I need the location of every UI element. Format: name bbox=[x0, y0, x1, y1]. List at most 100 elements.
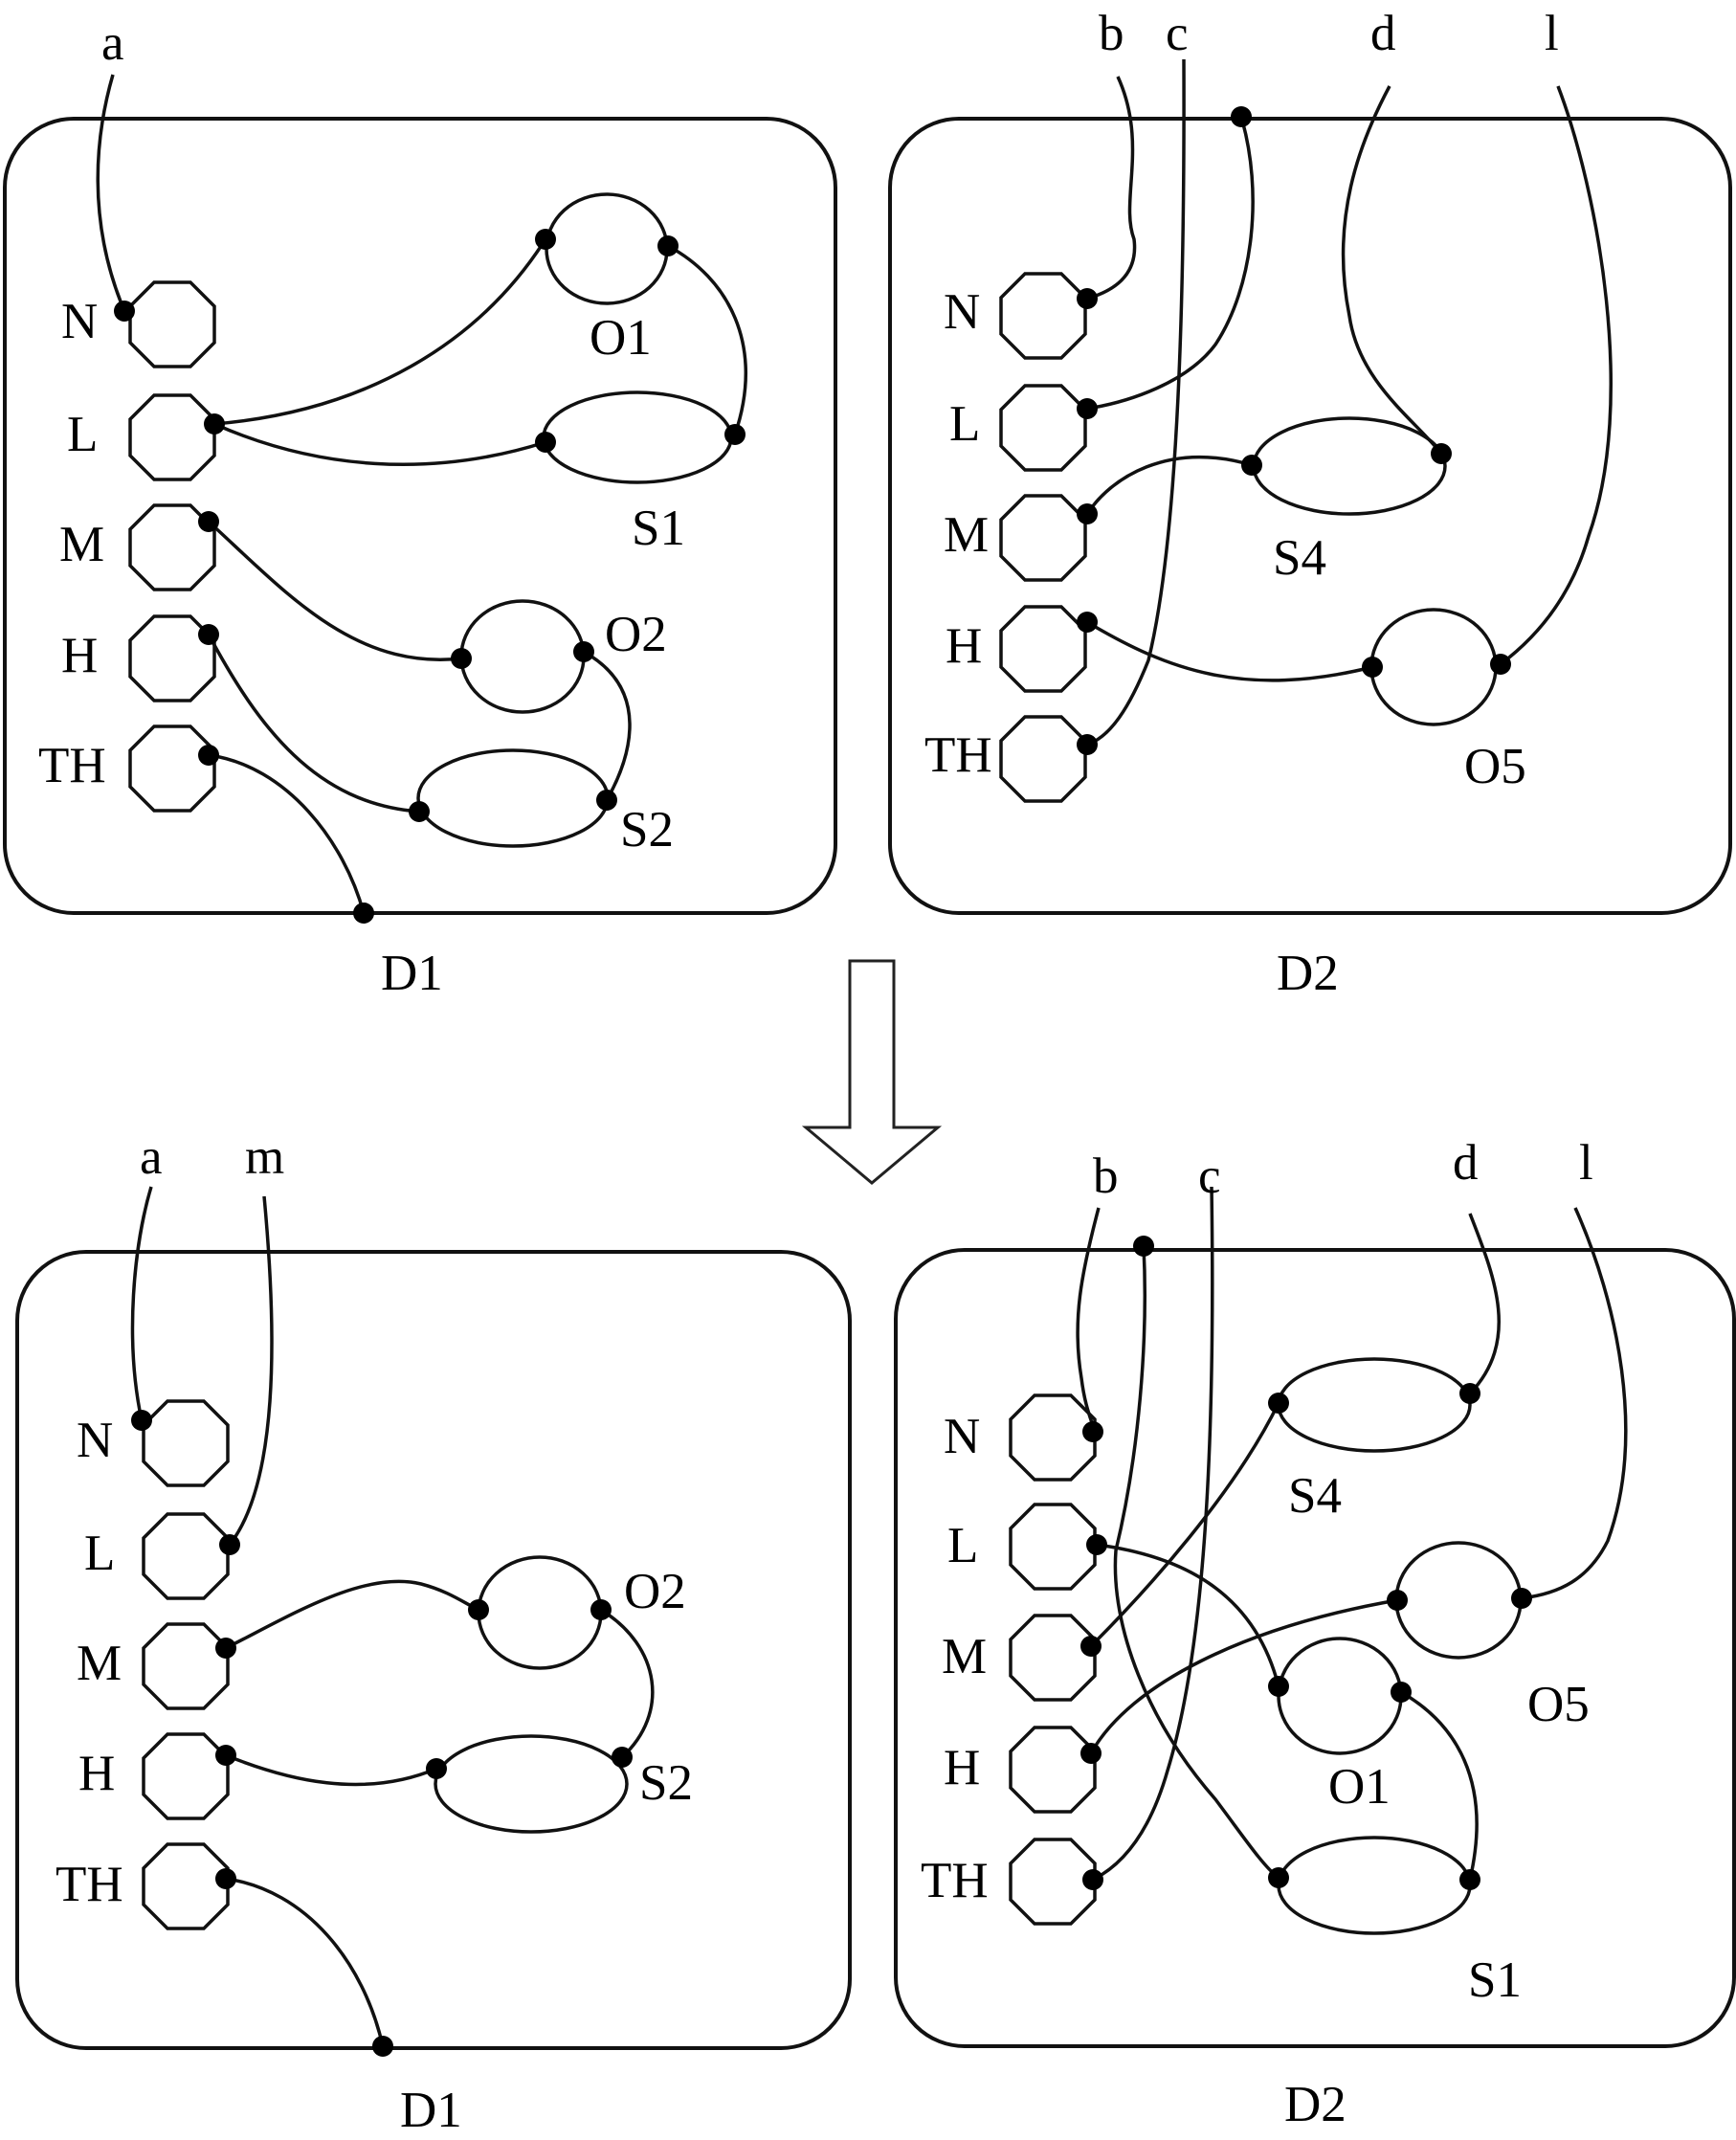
slot-label: TH bbox=[56, 1857, 123, 1912]
container-box bbox=[894, 1248, 1736, 2048]
wire-h-o5 bbox=[1089, 1598, 1398, 1754]
wire-th-out bbox=[225, 1877, 385, 2047]
pin bbox=[573, 641, 594, 662]
slot-label: TH bbox=[921, 1853, 989, 1908]
pin bbox=[1080, 1636, 1102, 1657]
pin bbox=[204, 413, 225, 435]
node-s4 bbox=[1252, 416, 1447, 516]
wire-label: b bbox=[1099, 6, 1124, 61]
node-label: S2 bbox=[620, 802, 674, 858]
wire-l-line bbox=[1499, 85, 1613, 666]
pin bbox=[215, 1745, 236, 1766]
pin bbox=[353, 903, 374, 924]
panel-title: D1 bbox=[400, 2083, 462, 2138]
slot-label: TH bbox=[38, 738, 106, 793]
slot-label: N bbox=[944, 284, 980, 340]
slot-n bbox=[1009, 1393, 1097, 1482]
pin bbox=[1133, 1236, 1154, 1257]
slot-n bbox=[142, 1399, 230, 1487]
panel-bottom-right: N L M H TH S4 O5 O1 S1 b bbox=[894, 1135, 1736, 2132]
wire-d bbox=[1468, 1213, 1501, 1395]
container-box bbox=[888, 117, 1732, 915]
pin bbox=[1391, 1682, 1412, 1703]
pin bbox=[1268, 1676, 1289, 1697]
wire-label: a bbox=[140, 1129, 163, 1185]
wire-a bbox=[130, 1186, 153, 1421]
slot-th bbox=[128, 724, 216, 813]
wire-label: m bbox=[245, 1129, 284, 1185]
container-box bbox=[3, 117, 837, 915]
pin bbox=[426, 1758, 447, 1779]
pin bbox=[131, 1410, 152, 1431]
wire-l-s1 bbox=[213, 422, 546, 467]
node-s2 bbox=[416, 748, 610, 848]
pin bbox=[1082, 1869, 1103, 1890]
wire-label: c bbox=[1198, 1148, 1221, 1204]
node-label: O5 bbox=[1464, 739, 1526, 794]
pin bbox=[198, 624, 219, 645]
pin bbox=[1387, 1590, 1408, 1611]
wire-label: c bbox=[1166, 6, 1189, 61]
wire-label: d bbox=[1453, 1135, 1479, 1191]
wire-l-o1 bbox=[1096, 1543, 1280, 1687]
pin bbox=[590, 1599, 612, 1620]
pin bbox=[1268, 1393, 1289, 1414]
panel-top-left: N L M H TH O1 S1 O2 S2 bbox=[3, 15, 837, 1001]
slot-h bbox=[999, 605, 1087, 693]
wire-m bbox=[228, 1195, 274, 1547]
node-label: O2 bbox=[605, 607, 667, 662]
slot-n bbox=[128, 280, 216, 368]
pin bbox=[1080, 1743, 1102, 1764]
node-o2 bbox=[459, 599, 586, 714]
slot-label: M bbox=[77, 1636, 122, 1691]
pin bbox=[1077, 734, 1098, 755]
node-s4 bbox=[1277, 1357, 1472, 1453]
panel-title: D2 bbox=[1277, 946, 1339, 1001]
node-o1 bbox=[1277, 1637, 1403, 1755]
pin bbox=[1086, 1534, 1107, 1555]
pin bbox=[1268, 1867, 1289, 1888]
node-o5 bbox=[1369, 608, 1498, 726]
slot-l bbox=[999, 384, 1087, 472]
node-s2 bbox=[434, 1734, 629, 1834]
wire-o2-s2 bbox=[600, 1608, 655, 1759]
wire-c bbox=[1092, 1186, 1214, 1882]
slot-label: L bbox=[67, 407, 98, 462]
node-label: O5 bbox=[1527, 1677, 1590, 1732]
pin bbox=[215, 1638, 236, 1659]
node-o1 bbox=[545, 192, 669, 305]
pin bbox=[1241, 455, 1262, 476]
wire-l-o1 bbox=[213, 238, 547, 426]
pin bbox=[114, 301, 135, 322]
wire-label: a bbox=[101, 15, 124, 71]
node-label: S2 bbox=[639, 1755, 693, 1811]
panel-title: D1 bbox=[381, 946, 443, 1001]
pin bbox=[1511, 1588, 1532, 1609]
wire-th-out bbox=[208, 753, 366, 914]
pin bbox=[1459, 1869, 1480, 1890]
slot-m bbox=[999, 494, 1087, 582]
wire-h-s2 bbox=[207, 634, 420, 814]
slot-label: N bbox=[77, 1413, 113, 1468]
wire-label: b bbox=[1093, 1148, 1119, 1204]
slot-th bbox=[999, 715, 1087, 803]
pin bbox=[1077, 612, 1098, 633]
node-s1 bbox=[542, 390, 733, 484]
pin bbox=[1231, 106, 1252, 127]
wire-label: l bbox=[1545, 6, 1559, 61]
wire-m-s4 bbox=[1085, 456, 1253, 515]
slot-l bbox=[1009, 1503, 1097, 1591]
slot-label: H bbox=[946, 618, 982, 674]
pin bbox=[596, 790, 617, 811]
slot-th bbox=[1009, 1838, 1097, 1926]
panel-top-right: N L M H TH S4 O5 b c d l D2 bbox=[888, 6, 1732, 1001]
slot-label: N bbox=[61, 294, 98, 349]
wire-o2-s2 bbox=[583, 650, 632, 801]
slot-m bbox=[142, 1622, 230, 1710]
wire-label: l bbox=[1579, 1135, 1593, 1191]
slot-th bbox=[142, 1842, 230, 1930]
pin bbox=[198, 511, 219, 532]
wire-h-s2 bbox=[225, 1753, 437, 1787]
panel-bottom-left: N L M H TH O2 S2 a m D1 bbox=[15, 1129, 852, 2138]
